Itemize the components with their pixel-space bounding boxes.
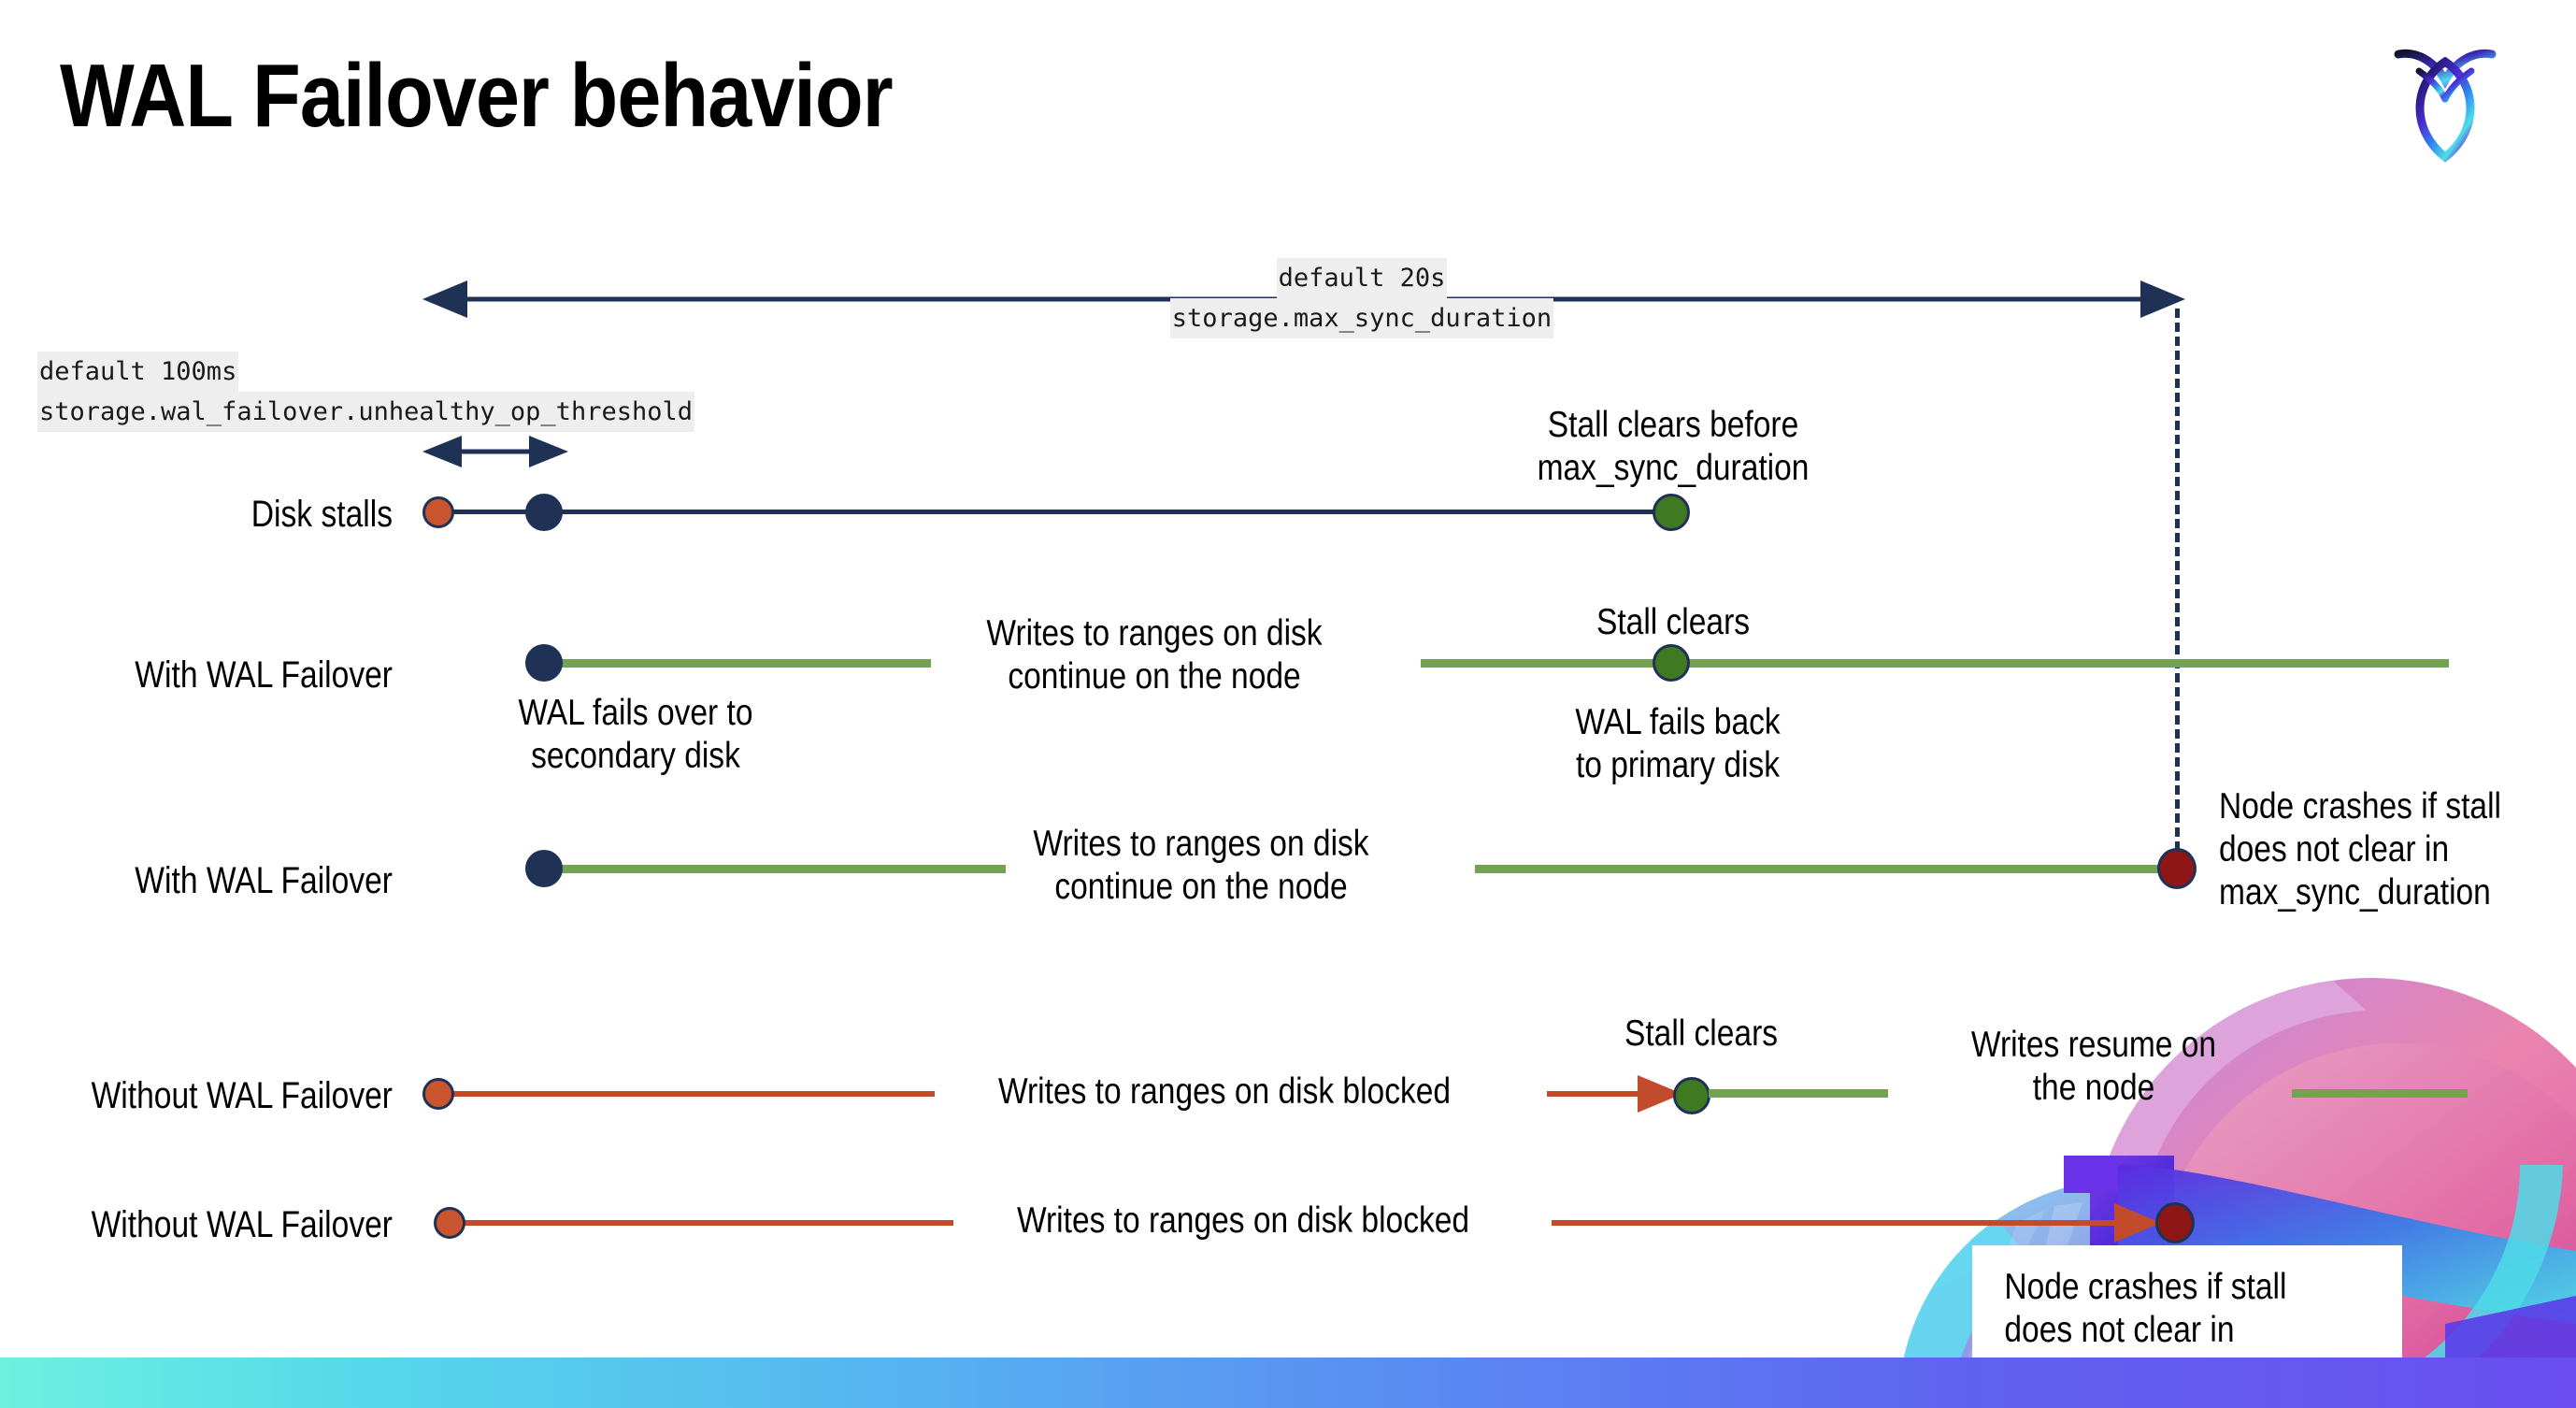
- row-label-with-wal-failover-1: With WAL Failover: [135, 654, 393, 696]
- with-wal-failover-1-start-dot: [525, 644, 563, 682]
- without-wal-failover-2-start-dot: [434, 1207, 465, 1239]
- without-wal-failover-1-resume-segment-a: [1709, 1089, 1888, 1098]
- with-wal-failover-2-segment-b: [1475, 865, 2178, 873]
- annotation-wal-fails-back: WAL fails back to primary disk: [1575, 702, 1781, 785]
- disk-stalls-threshold-dot: [525, 494, 563, 531]
- with-wal-failover-1-segment-a: [538, 659, 931, 668]
- annotation-writes-continue-1: Writes to ranges on disk continue on the…: [986, 613, 1323, 697]
- disk-stalls-start-dot: [422, 496, 454, 528]
- annotation-node-crashes-1: Node crashes if stall does not clear in …: [2219, 786, 2501, 912]
- max-sync-default-label: default 20s: [1276, 258, 1448, 298]
- disk-stalls-clear-dot: [1653, 494, 1690, 531]
- row-label-disk-stalls: Disk stalls: [250, 494, 393, 535]
- disk-stalls-timeline: [437, 510, 1671, 514]
- cockroachdb-logo-icon: [2391, 34, 2499, 165]
- without-wal-failover-1-blocked-segment-a: [437, 1091, 935, 1097]
- without-wal-failover-1-start-dot: [422, 1078, 454, 1110]
- with-wal-failover-1-segment-b: [1421, 659, 2449, 668]
- max-sync-duration-deadline-dashed-line: [2175, 309, 2180, 879]
- annotation-writes-blocked-2: Writes to ranges on disk blocked: [1016, 1200, 1470, 1241]
- without-wal-failover-2-blocked-segment-a: [449, 1220, 953, 1226]
- annotation-writes-continue-2: Writes to ranges on disk continue on the…: [1033, 824, 1369, 907]
- row-label-without-wal-failover-1: Without WAL Failover: [91, 1075, 394, 1116]
- with-wal-failover-2-start-dot: [525, 850, 563, 887]
- page-title: WAL Failover behavior: [60, 46, 894, 146]
- row-label-with-wal-failover-2: With WAL Failover: [135, 860, 393, 901]
- without-wal-failover-2-crash-dot: [2155, 1202, 2195, 1243]
- annotation-stall-clears-before: Stall clears before max_sync_duration: [1537, 405, 1810, 488]
- with-wal-failover-1-clear-dot: [1653, 644, 1690, 682]
- unhealthy-op-threshold-callout: default 100ms storage.wal_failover.unhea…: [37, 352, 841, 432]
- max-sync-duration-callout: default 20s storage.max_sync_duration: [1142, 258, 1581, 338]
- bottom-gradient-bar: [0, 1358, 2576, 1408]
- with-wal-failover-2-segment-a: [538, 865, 1006, 873]
- threshold-default-label: default 100ms: [37, 352, 239, 392]
- without-wal-failover-1-resume-segment-b: [2292, 1089, 2468, 1098]
- without-wal-failover-1-clear-dot: [1673, 1077, 1710, 1114]
- row-label-without-wal-failover-2: Without WAL Failover: [91, 1204, 394, 1245]
- annotation-writes-resume: Writes resume on the node: [1970, 1025, 2217, 1108]
- annotation-wal-fails-over: WAL fails over to secondary disk: [518, 693, 753, 776]
- annotation-stall-clears-2: Stall clears: [1624, 1013, 1779, 1054]
- max-sync-setting-label: storage.max_sync_duration: [1169, 298, 1554, 338]
- annotation-writes-blocked-1: Writes to ranges on disk blocked: [997, 1071, 1452, 1112]
- with-wal-failover-2-crash-dot: [2157, 848, 2197, 889]
- threshold-setting-label: storage.wal_failover.unhealthy_op_thresh…: [37, 392, 694, 432]
- annotation-stall-clears-1: Stall clears: [1596, 602, 1751, 642]
